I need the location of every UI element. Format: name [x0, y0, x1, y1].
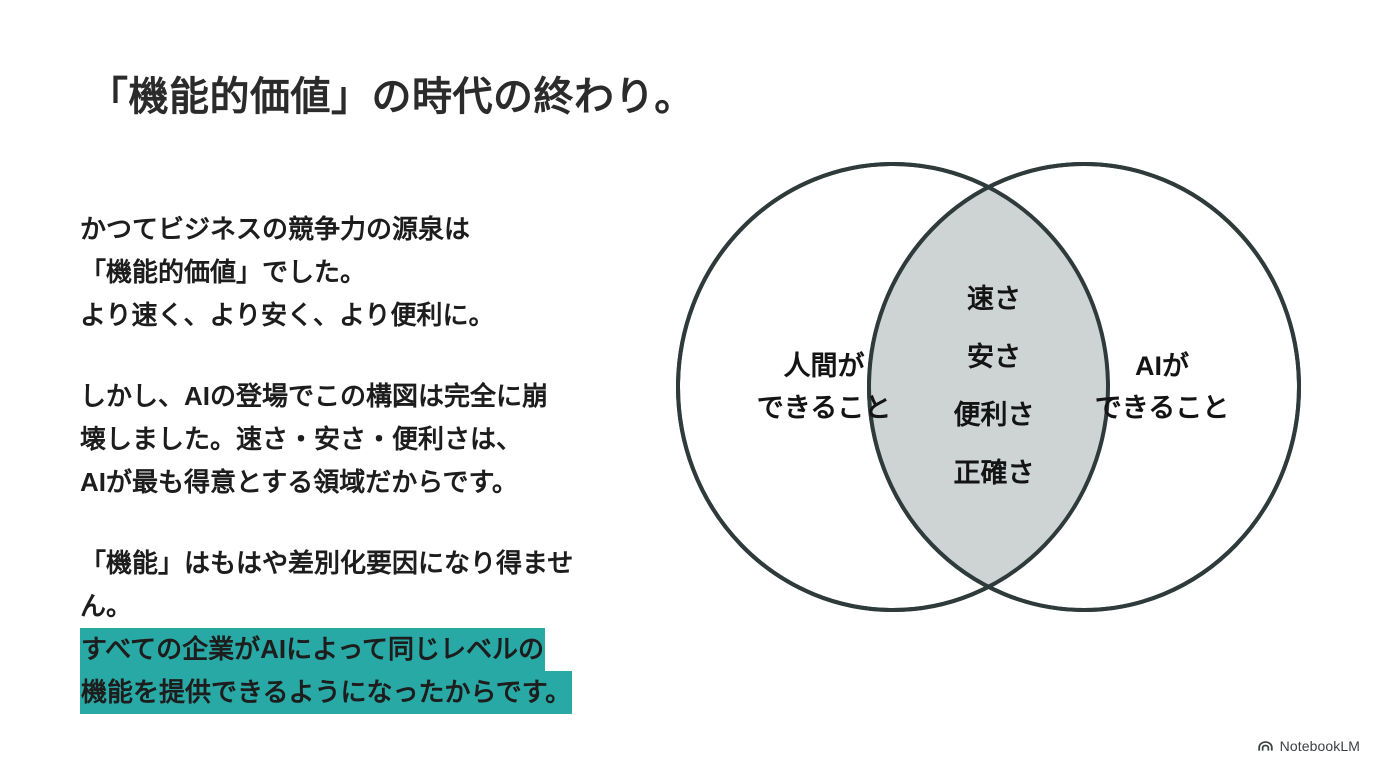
paragraph-2-line-1: しかし、AIの登場でこの構図は完全に崩	[80, 381, 549, 411]
paragraph-1: かつてビジネスの競争力の源泉は 「機能的価値」でした。 より速く、より安く、より…	[80, 208, 660, 337]
venn-left-label-line-2: できること	[756, 393, 892, 423]
venn-diagram-shapes	[676, 162, 1301, 612]
notebooklm-label: NotebookLM	[1279, 738, 1360, 754]
paragraph-1-line-1: かつてビジネスの競争力の源泉は	[80, 214, 471, 244]
venn-right-label-line-2: できること	[1094, 393, 1230, 423]
venn-intersection-labels: 速さ 安さ 便利さ 正確さ	[914, 270, 1074, 502]
venn-diagram: 人間が できること AIが できること 速さ 安さ 便利さ 正確さ	[652, 140, 1332, 640]
paragraph-3-highlight-1-wrapper: すべての企業がAIによって同じレベルの	[80, 628, 660, 671]
venn-right-ellipse-outline	[867, 162, 1301, 612]
notebooklm-watermark: NotebookLM	[1257, 738, 1360, 754]
paragraph-3: 「機能」はもはや差別化要因になり得ませ ん。 すべての企業がAIによって同じレベ…	[80, 542, 660, 714]
venn-left-label-line-1: 人間が	[783, 351, 865, 381]
paragraph-3-highlighted-line-1: すべての企業がAIによって同じレベルの	[80, 628, 546, 671]
page-title: 「機能的価値」の時代の終わり。	[88, 75, 695, 119]
paragraph-2-line-2: 壊しました。速さ・安さ・便利さは、	[80, 424, 523, 454]
paragraph-3-highlighted-line-2: 機能を提供できるようになったからです。	[80, 671, 573, 714]
body-copy: かつてビジネスの競争力の源泉は 「機能的価値」でした。 より速く、より安く、より…	[80, 208, 660, 714]
venn-intersection-region	[869, 164, 1108, 610]
paragraph-3-line-2: ん。	[80, 591, 133, 621]
paragraph-1-line-3: より速く、より安く、より便利に。	[80, 300, 495, 330]
paragraph-1-line-2: 「機能的価値」でした。	[80, 257, 367, 287]
paragraph-3-line-1: 「機能」はもはや差別化要因になり得ませ	[80, 548, 574, 578]
paragraph-2-line-3: AIが最も得意とする領域だからです。	[80, 467, 518, 497]
notebooklm-icon	[1257, 739, 1274, 753]
venn-left-ellipse-outline	[676, 162, 1110, 612]
venn-intersection-item: 速さ	[967, 284, 1021, 314]
venn-right-label-line-1: AIが	[1135, 351, 1189, 381]
venn-intersection-item: 正確さ	[953, 458, 1035, 488]
venn-right-label: AIが できること	[1062, 345, 1262, 429]
venn-left-label: 人間が できること	[724, 345, 924, 429]
venn-intersection-item: 安さ	[967, 342, 1021, 372]
paragraph-2: しかし、AIの登場でこの構図は完全に崩 壊しました。速さ・安さ・便利さは、 AI…	[80, 375, 660, 504]
paragraph-3-highlight-2-wrapper: 機能を提供できるようになったからです。	[80, 671, 660, 714]
venn-intersection-item: 便利さ	[953, 400, 1035, 430]
